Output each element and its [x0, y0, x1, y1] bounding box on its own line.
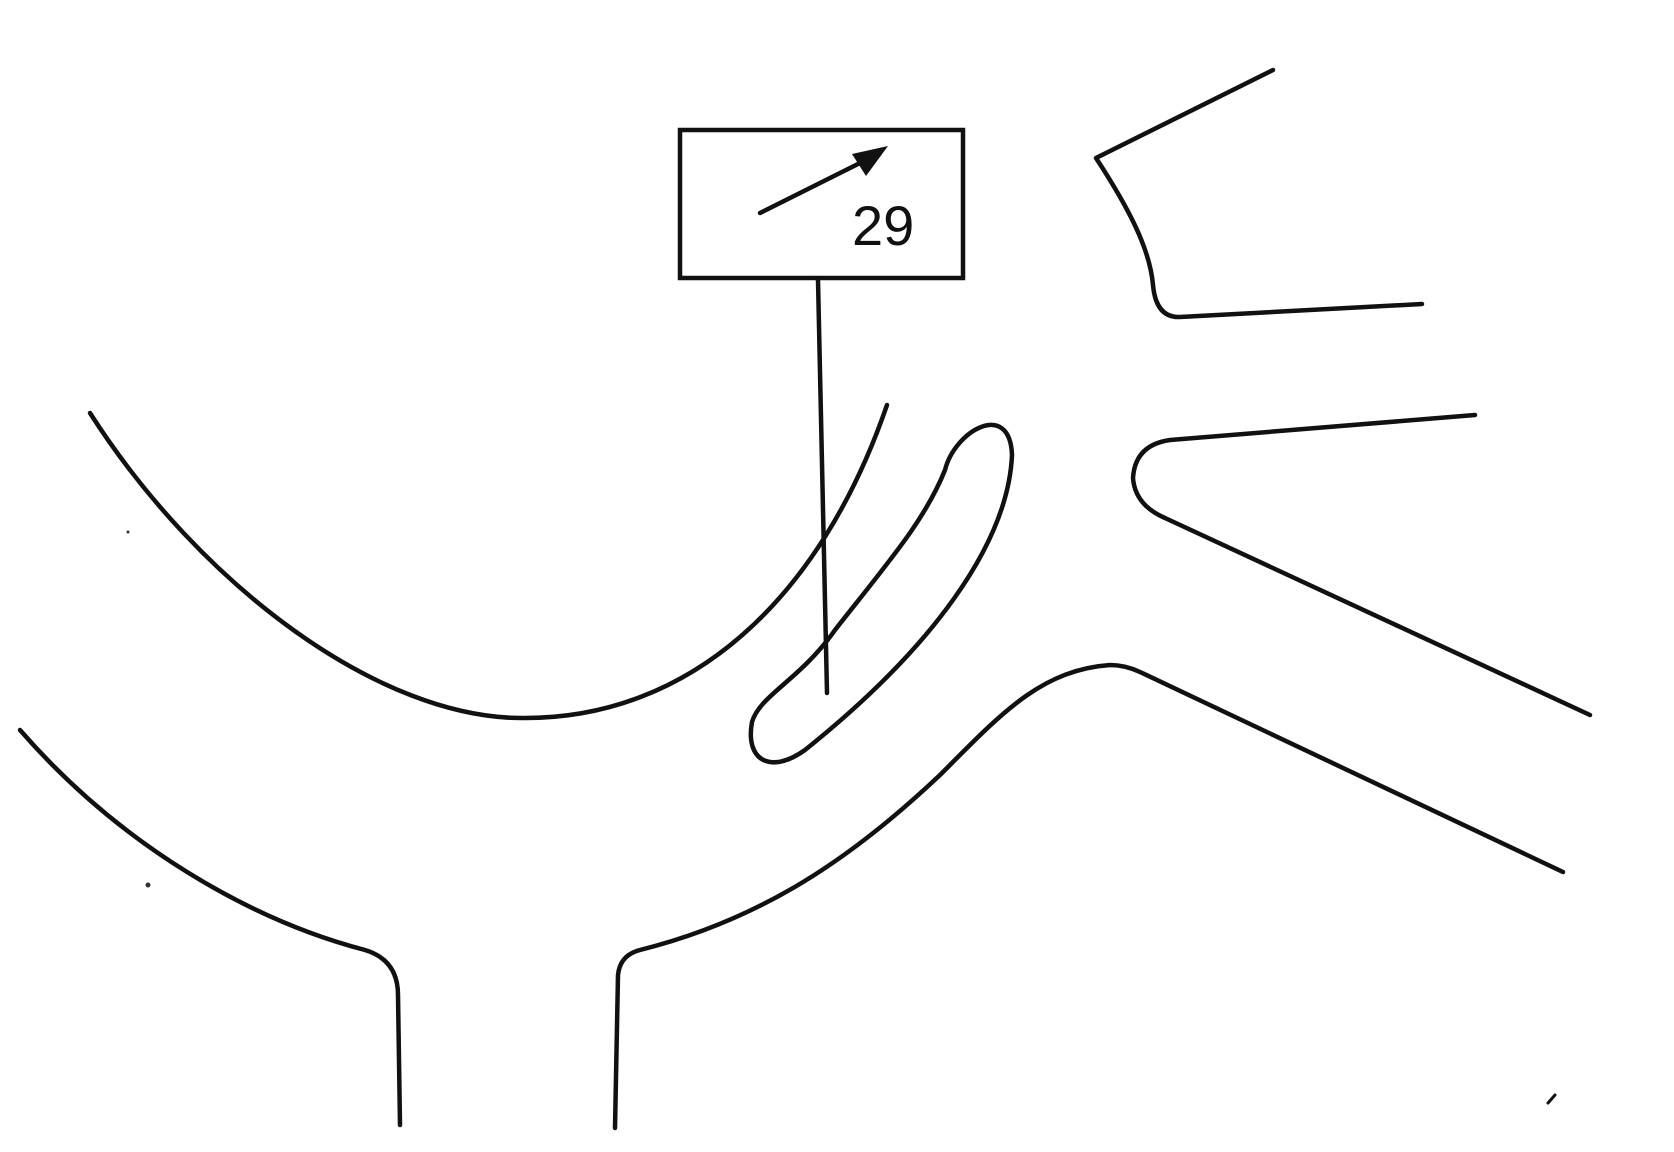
label-number: 29	[852, 194, 914, 257]
lower-right-wall	[612, 662, 1566, 1131]
lower-left-wall	[17, 727, 403, 1128]
reference-label: 29	[677, 127, 966, 281]
label-box	[677, 127, 966, 281]
speck-mark	[1546, 1093, 1557, 1105]
upper-right-branch	[1093, 67, 1425, 320]
upper-left-curve	[87, 402, 890, 721]
leader-line	[815, 277, 830, 696]
label-arrow-shaft	[757, 155, 873, 216]
label-arrow-head	[852, 146, 888, 176]
speck	[126, 530, 130, 534]
speck	[145, 882, 151, 888]
middle-right-branch	[1130, 412, 1593, 718]
elongated-slot	[748, 422, 1015, 765]
